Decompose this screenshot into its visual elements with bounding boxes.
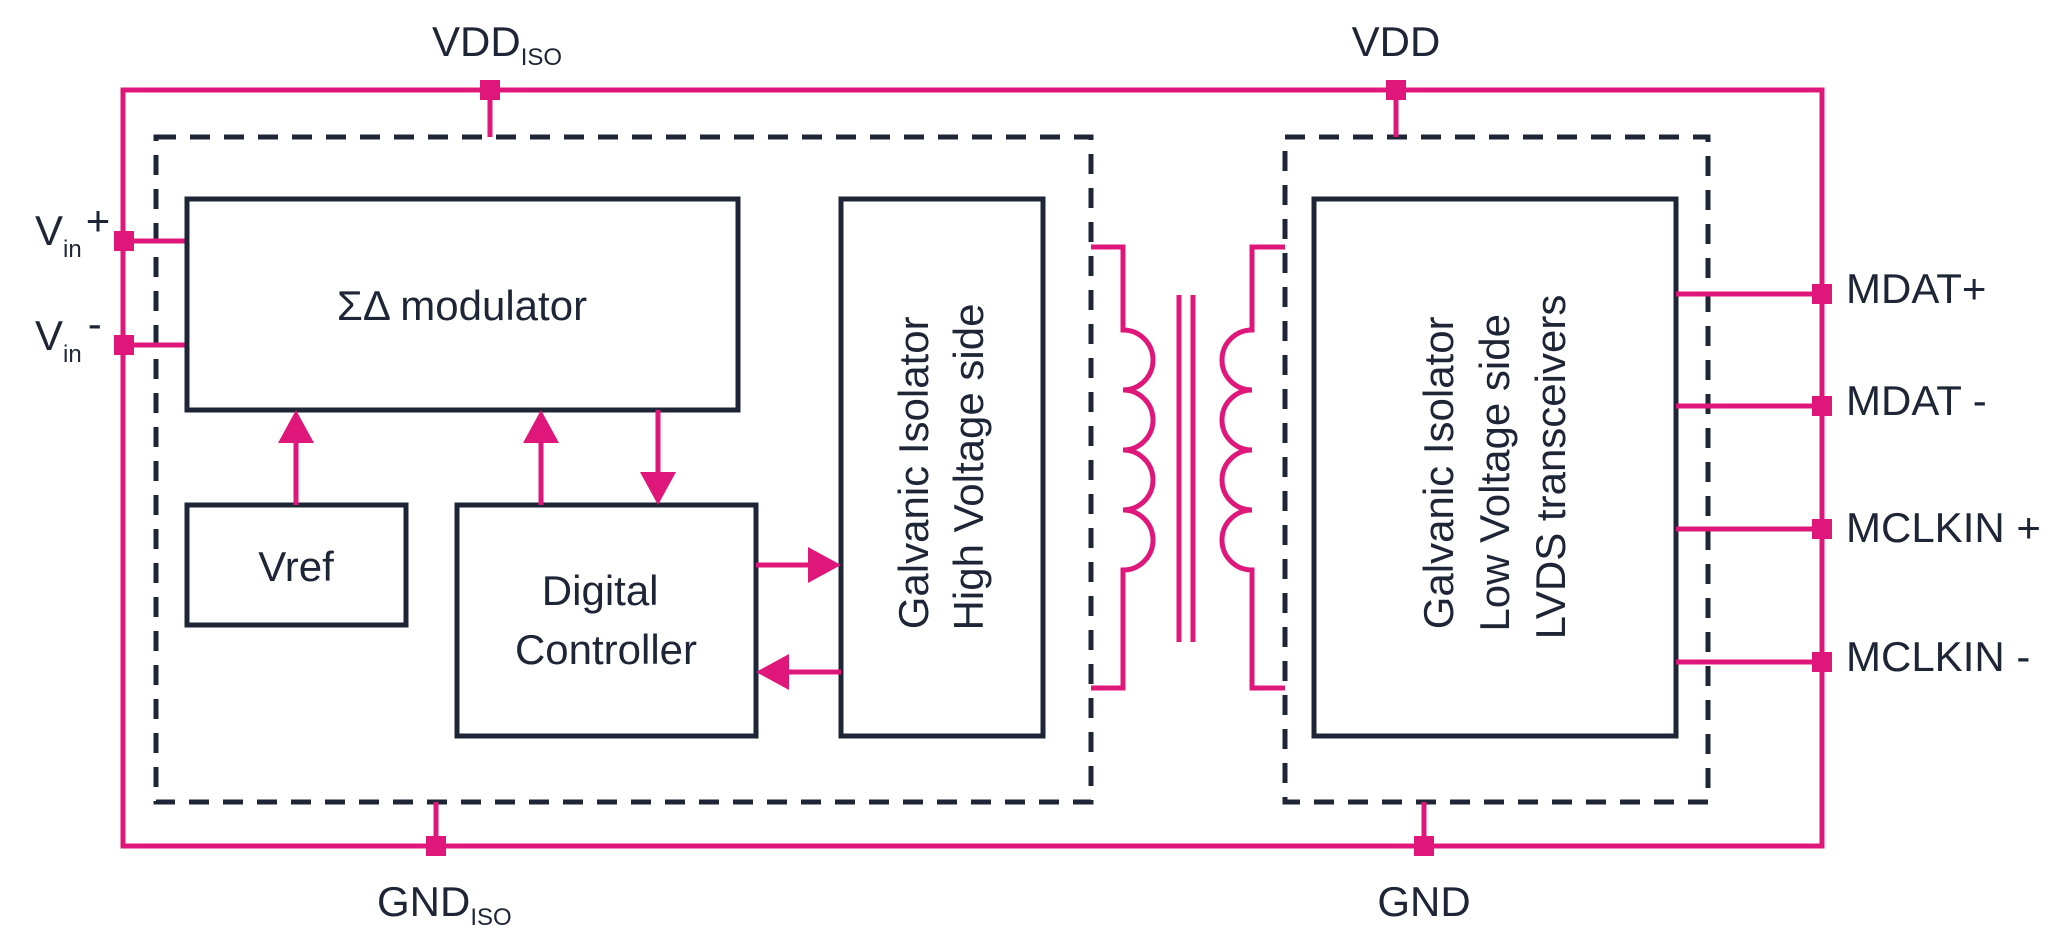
mdat-plus-pin — [1812, 284, 1832, 304]
mdat-minus-pin — [1812, 396, 1832, 416]
gnd-iso-pin — [426, 836, 446, 856]
mdat-minus-label: MDAT - — [1846, 377, 1987, 424]
low-voltage-domain — [1282, 134, 1711, 805]
vdd-iso-pin — [480, 80, 500, 100]
controller-to-hv-arrow — [808, 547, 841, 583]
modulator-label: ΣΔ modulator — [337, 282, 587, 329]
outer-supply-frame — [120, 87, 1825, 849]
gnd-label: GND — [1377, 878, 1470, 925]
mclkin-plus-label: MCLKIN + — [1846, 504, 2041, 551]
vdd-pin — [1386, 80, 1406, 100]
mclkin-minus-pin — [1812, 652, 1832, 672]
vin-minus-pin — [114, 335, 134, 355]
vdd-label: VDD — [1352, 18, 1441, 65]
digital-controller-label: Digital Controller — [515, 567, 697, 673]
vref-to-modulator-arrow — [278, 410, 314, 443]
vdd-iso-label: VDDISO — [432, 18, 562, 71]
gnd-iso-label: GNDISO — [377, 878, 512, 931]
mclkin-plus-pin — [1812, 519, 1832, 539]
mdat-plus-label: MDAT+ — [1846, 265, 1986, 312]
hv-isolator-block — [838, 196, 1046, 739]
digital-controller-block — [454, 502, 759, 739]
hv-to-controller-arrow — [756, 654, 789, 690]
vin-minus-label: Vin- — [35, 300, 102, 368]
controller-to-modulator-arrow — [523, 410, 559, 443]
vin-plus-pin — [114, 231, 134, 251]
mclkin-minus-label: MCLKIN - — [1846, 633, 2030, 680]
transformer-secondary-coil — [1219, 244, 1285, 691]
modulator-to-controller-arrow — [640, 472, 676, 505]
lv-isolator-label: Galvanic Isolator Low Voltage side LVDS … — [1415, 295, 1574, 640]
gnd-pin — [1414, 836, 1434, 856]
high-voltage-domain — [153, 134, 1094, 805]
lv-isolator-block — [1311, 196, 1679, 739]
vref-label: Vref — [258, 543, 334, 590]
transformer-primary-coil — [1091, 244, 1156, 691]
sigma-delta-modulator-block — [184, 196, 741, 413]
hv-isolator-label: Galvanic Isolator High Voltage side — [890, 304, 992, 631]
vin-plus-label: Vin+ — [35, 197, 110, 263]
